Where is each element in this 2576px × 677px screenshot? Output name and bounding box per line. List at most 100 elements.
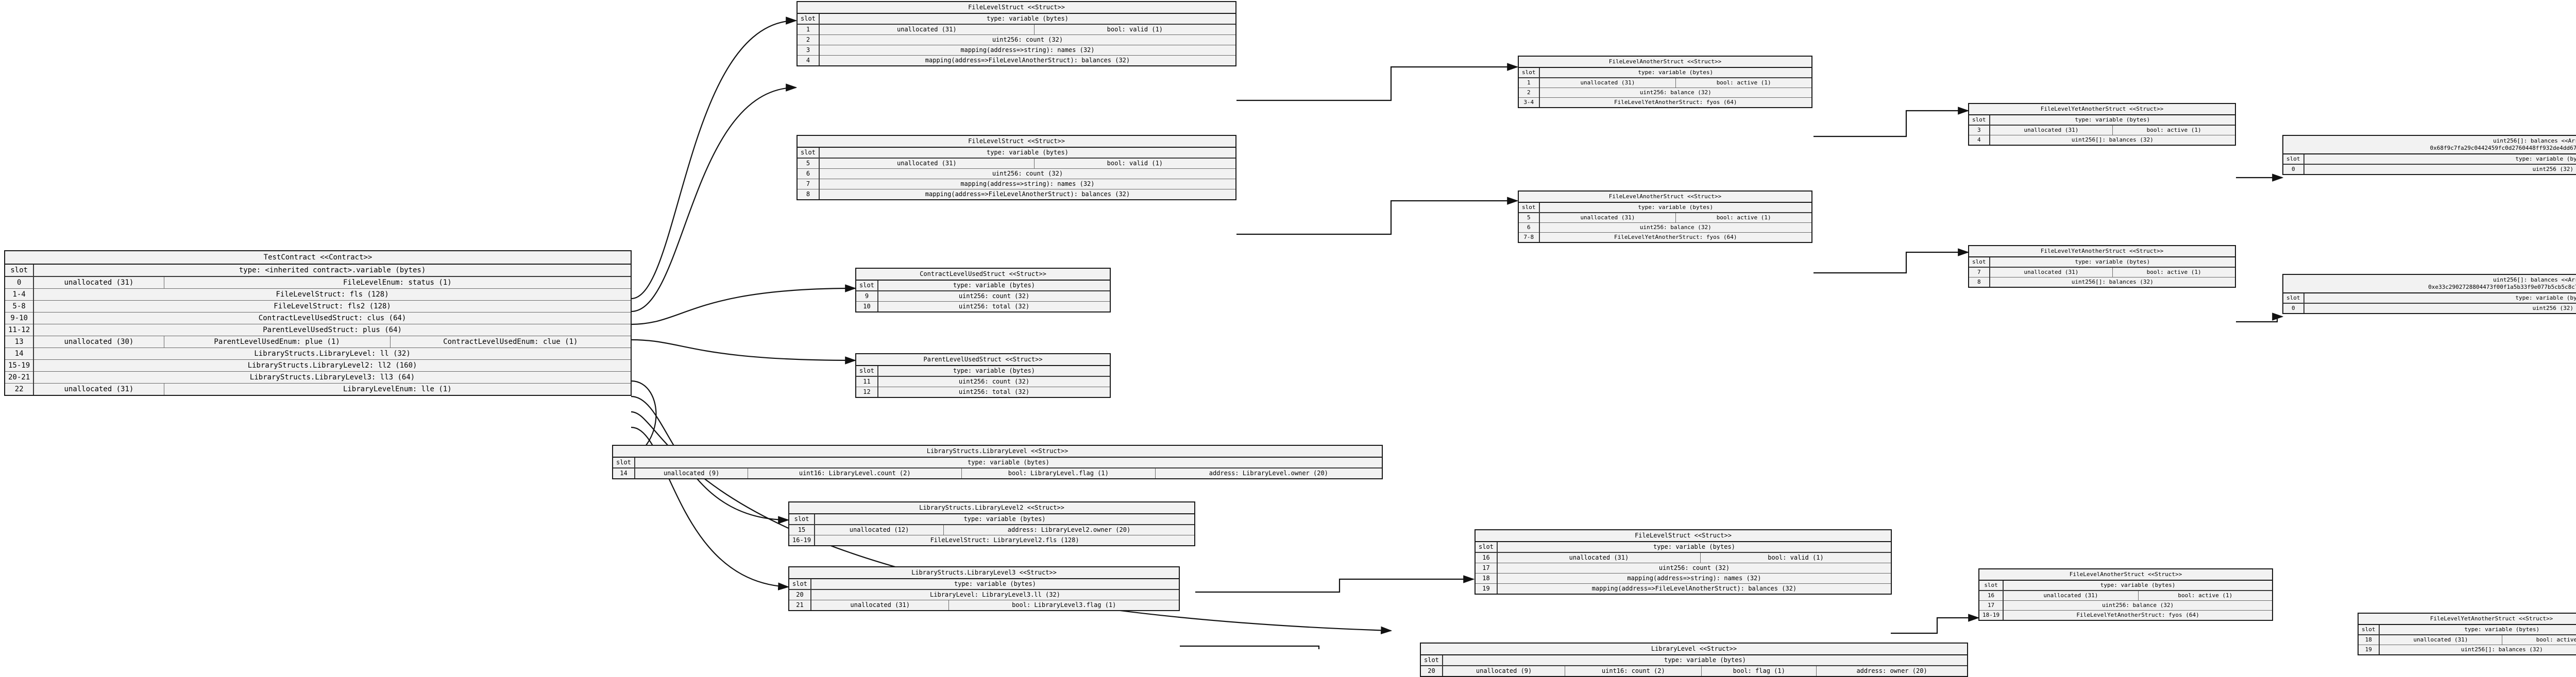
row-slot: 3 [798,45,819,56]
table-row[interactable]: 1 unallocated (31) bool: active (1) [1519,78,1811,88]
row-cell: bool: active (1) [1676,78,1811,88]
table-row[interactable]: 0 uint256 (32) [2283,303,2576,313]
header-slot: slot [1969,257,1990,267]
node-array-balances-2[interactable]: uint256[]: balances <<Array>> 0xe33c2902… [2282,274,2576,314]
row-cell: bool: active (1) [2113,125,2235,135]
table-row[interactable]: 14 unallocated (9) uint16: LibraryLevel.… [613,468,1382,478]
table-row[interactable]: 14 LibraryStructs.LibraryLevel: ll (32) [5,348,631,360]
table-row[interactable]: 18 mapping(address=>string): names (32) [1476,574,1891,584]
table-row[interactable]: 11 uint256: count (32) [856,376,1110,387]
node-library-level-3[interactable]: LibraryStructs.LibraryLevel3 <<Struct>> … [788,566,1180,611]
node-file-level-struct-2[interactable]: FileLevelStruct <<Struct>> slot type: va… [796,135,1236,200]
table-row[interactable]: 9 uint256: count (32) [856,291,1110,302]
node-library-level-2[interactable]: LibraryStructs.LibraryLevel2 <<Struct>> … [788,501,1195,546]
table-row[interactable]: 10 uint256: total (32) [856,302,1110,312]
node-array-balances-1[interactable]: uint256[]: balances <<Array>> 0x68f9c7fa… [2282,135,2576,175]
row-cell: uint256: count (32) [878,291,1110,302]
table-row[interactable]: 7 mapping(address=>string): names (32) [798,179,1235,189]
table-row[interactable]: 9-10 ContractLevelUsedStruct: clus (64) [5,313,631,324]
table-row[interactable]: 2 uint256: balance (32) [1519,88,1811,98]
table-row[interactable]: 4 uint256[]: balances (32) [1969,135,2235,145]
node-file-level-struct-1[interactable]: FileLevelStruct <<Struct>> slot type: va… [796,1,1236,66]
slot-table: slot type: variable (bytes) 9 uint256: c… [856,281,1110,311]
header-type: type: <inherited contract>.variable (byt… [33,265,631,276]
table-row[interactable]: 8 uint256[]: balances (32) [1969,277,2235,287]
table-row[interactable]: 18 unallocated (31) bool: active (1) [2359,635,2576,645]
row-cell: bool: flag (1) [1702,666,1817,676]
node-library-level-standalone[interactable]: LibraryLevel <<Struct>> slot type: varia… [1420,643,1968,677]
row-cell: uint256: balance (32) [1539,223,1812,233]
table-row[interactable]: 16 unallocated (31) bool: active (1) [1979,591,2272,601]
table-row[interactable]: 21 unallocated (31) bool: LibraryLevel3.… [789,600,1179,611]
row-cell: unallocated (12) [815,525,943,535]
table-row[interactable]: 6 uint256: count (32) [798,169,1235,179]
table-row[interactable]: 16-19 FileLevelStruct: LibraryLevel2.fls… [789,535,1194,546]
table-row[interactable]: 19 mapping(address=>FileLevelAnotherStru… [1476,584,1891,594]
table-row[interactable]: 17 uint256: balance (32) [1979,601,2272,611]
row-cell: FileLevelYetAnotherStruct: fyos (64) [1539,233,1812,242]
table-row[interactable]: 15-19 LibraryStructs.LibraryLevel2: ll2 … [5,360,631,372]
table-row[interactable]: 1-4 FileLevelStruct: fls (128) [5,289,631,301]
row-slot: 21 [789,600,811,611]
table-row[interactable]: 20 LibraryLevel: LibraryLevel3.ll (32) [789,589,1179,600]
table-row[interactable]: 5 unallocated (31) bool: valid (1) [798,158,1235,169]
table-row[interactable]: 3 mapping(address=>string): names (32) [798,45,1235,56]
table-row[interactable]: 11-12 ParentLevelUsedStruct: plus (64) [5,324,631,336]
row-slot: 12 [856,387,878,397]
row-slot: 18 [2359,635,2379,645]
row-cell: FileLevelYetAnotherStruct: fyos (64) [2003,611,2272,620]
header-type: type: variable (bytes) [815,514,1194,525]
row-cell: unallocated (31) [2379,635,2502,645]
row-slot: 15 [789,525,815,535]
row-cell: uint256[]: balances (32) [1990,135,2235,145]
row-slot: 14 [5,348,33,360]
table-row[interactable]: 17 uint256: count (32) [1476,563,1891,574]
row-cell: unallocated (31) [819,158,1034,169]
table-row[interactable]: 2 uint256: count (32) [798,35,1235,45]
table-row[interactable]: 8 mapping(address=>FileLevelAnotherStruc… [798,189,1235,200]
node-parent-level-used-struct[interactable]: ParentLevelUsedStruct <<Struct>> slot ty… [855,353,1111,398]
table-row[interactable]: 5-8 FileLevelStruct: fls2 (128) [5,301,631,313]
row-slot: 20 [789,589,811,600]
table-row[interactable]: 7 unallocated (31) bool: active (1) [1969,267,2235,277]
table-row[interactable]: 1 unallocated (31) bool: valid (1) [798,24,1235,35]
node-test-contract[interactable]: TestContract <<Contract>> slot type: <in… [4,250,632,396]
table-row[interactable]: 5 unallocated (31) bool: active (1) [1519,213,1811,223]
table-row[interactable]: 13 unallocated (30) ParentLevelUsedEnum:… [5,336,631,348]
node-file-level-another-struct-2[interactable]: FileLevelAnotherStruct <<Struct>> slot t… [1518,190,1812,243]
table-row[interactable]: 0 uint256 (32) [2283,164,2576,174]
table-row[interactable]: 12 uint256: total (32) [856,387,1110,397]
slot-table: slot type: variable (bytes) 1 unallocate… [1519,68,1811,107]
row-cell: bool: valid (1) [1034,158,1235,169]
table-row[interactable]: 15 unallocated (12) address: LibraryLeve… [789,525,1194,535]
header-slot: slot [856,281,878,291]
node-library-level[interactable]: LibraryStructs.LibraryLevel <<Struct>> s… [612,445,1383,479]
node-file-level-yet-another-struct-2[interactable]: FileLevelYetAnotherStruct <<Struct>> slo… [1968,245,2236,288]
row-slot: 7 [798,179,819,189]
row-cell: uint256 (32) [2304,303,2576,313]
table-row[interactable]: 3 unallocated (31) bool: active (1) [1969,125,2235,135]
node-contract-level-used-struct[interactable]: ContractLevelUsedStruct <<Struct>> slot … [855,268,1111,313]
node-file-level-another-struct-3[interactable]: FileLevelAnotherStruct <<Struct>> slot t… [1978,568,2273,621]
table-row[interactable]: 18-19 FileLevelYetAnotherStruct: fyos (6… [1979,611,2272,620]
row-slot: 5 [798,158,819,169]
node-file-level-yet-another-struct-1[interactable]: FileLevelYetAnotherStruct <<Struct>> slo… [1968,103,2236,146]
table-row[interactable]: 3-4 FileLevelYetAnotherStruct: fyos (64) [1519,98,1811,108]
row-slot: 17 [1979,601,2003,611]
row-cell: unallocated (9) [1443,666,1565,676]
table-row[interactable]: 16 unallocated (31) bool: valid (1) [1476,552,1891,563]
table-row[interactable]: 0 unallocated (31) FileLevelEnum: status… [5,276,631,289]
node-file-level-struct-3[interactable]: FileLevelStruct <<Struct>> slot type: va… [1475,529,1892,595]
node-title: FileLevelAnotherStruct <<Struct>> [1519,192,1811,203]
node-file-level-another-struct-1[interactable]: FileLevelAnotherStruct <<Struct>> slot t… [1518,56,1812,108]
table-row[interactable]: 7-8 FileLevelYetAnotherStruct: fyos (64) [1519,233,1811,242]
row-cell: unallocated (31) [1539,213,1676,223]
table-row[interactable]: 6 uint256: balance (32) [1519,223,1811,233]
node-title: uint256[]: balances <<Array>> [2283,136,2576,145]
table-row[interactable]: 20 unallocated (9) uint16: count (2) boo… [1421,666,1967,676]
table-row[interactable]: 20-21 LibraryStructs.LibraryLevel3: ll3 … [5,372,631,384]
table-row[interactable]: 4 mapping(address=>FileLevelAnotherStruc… [798,56,1235,66]
row-cell: FileLevelEnum: status (1) [164,276,631,289]
table-row[interactable]: 19 uint256[]: balances (32) [2359,645,2576,655]
table-row[interactable]: 22 unallocated (31) LibraryLevelEnum: ll… [5,384,631,395]
